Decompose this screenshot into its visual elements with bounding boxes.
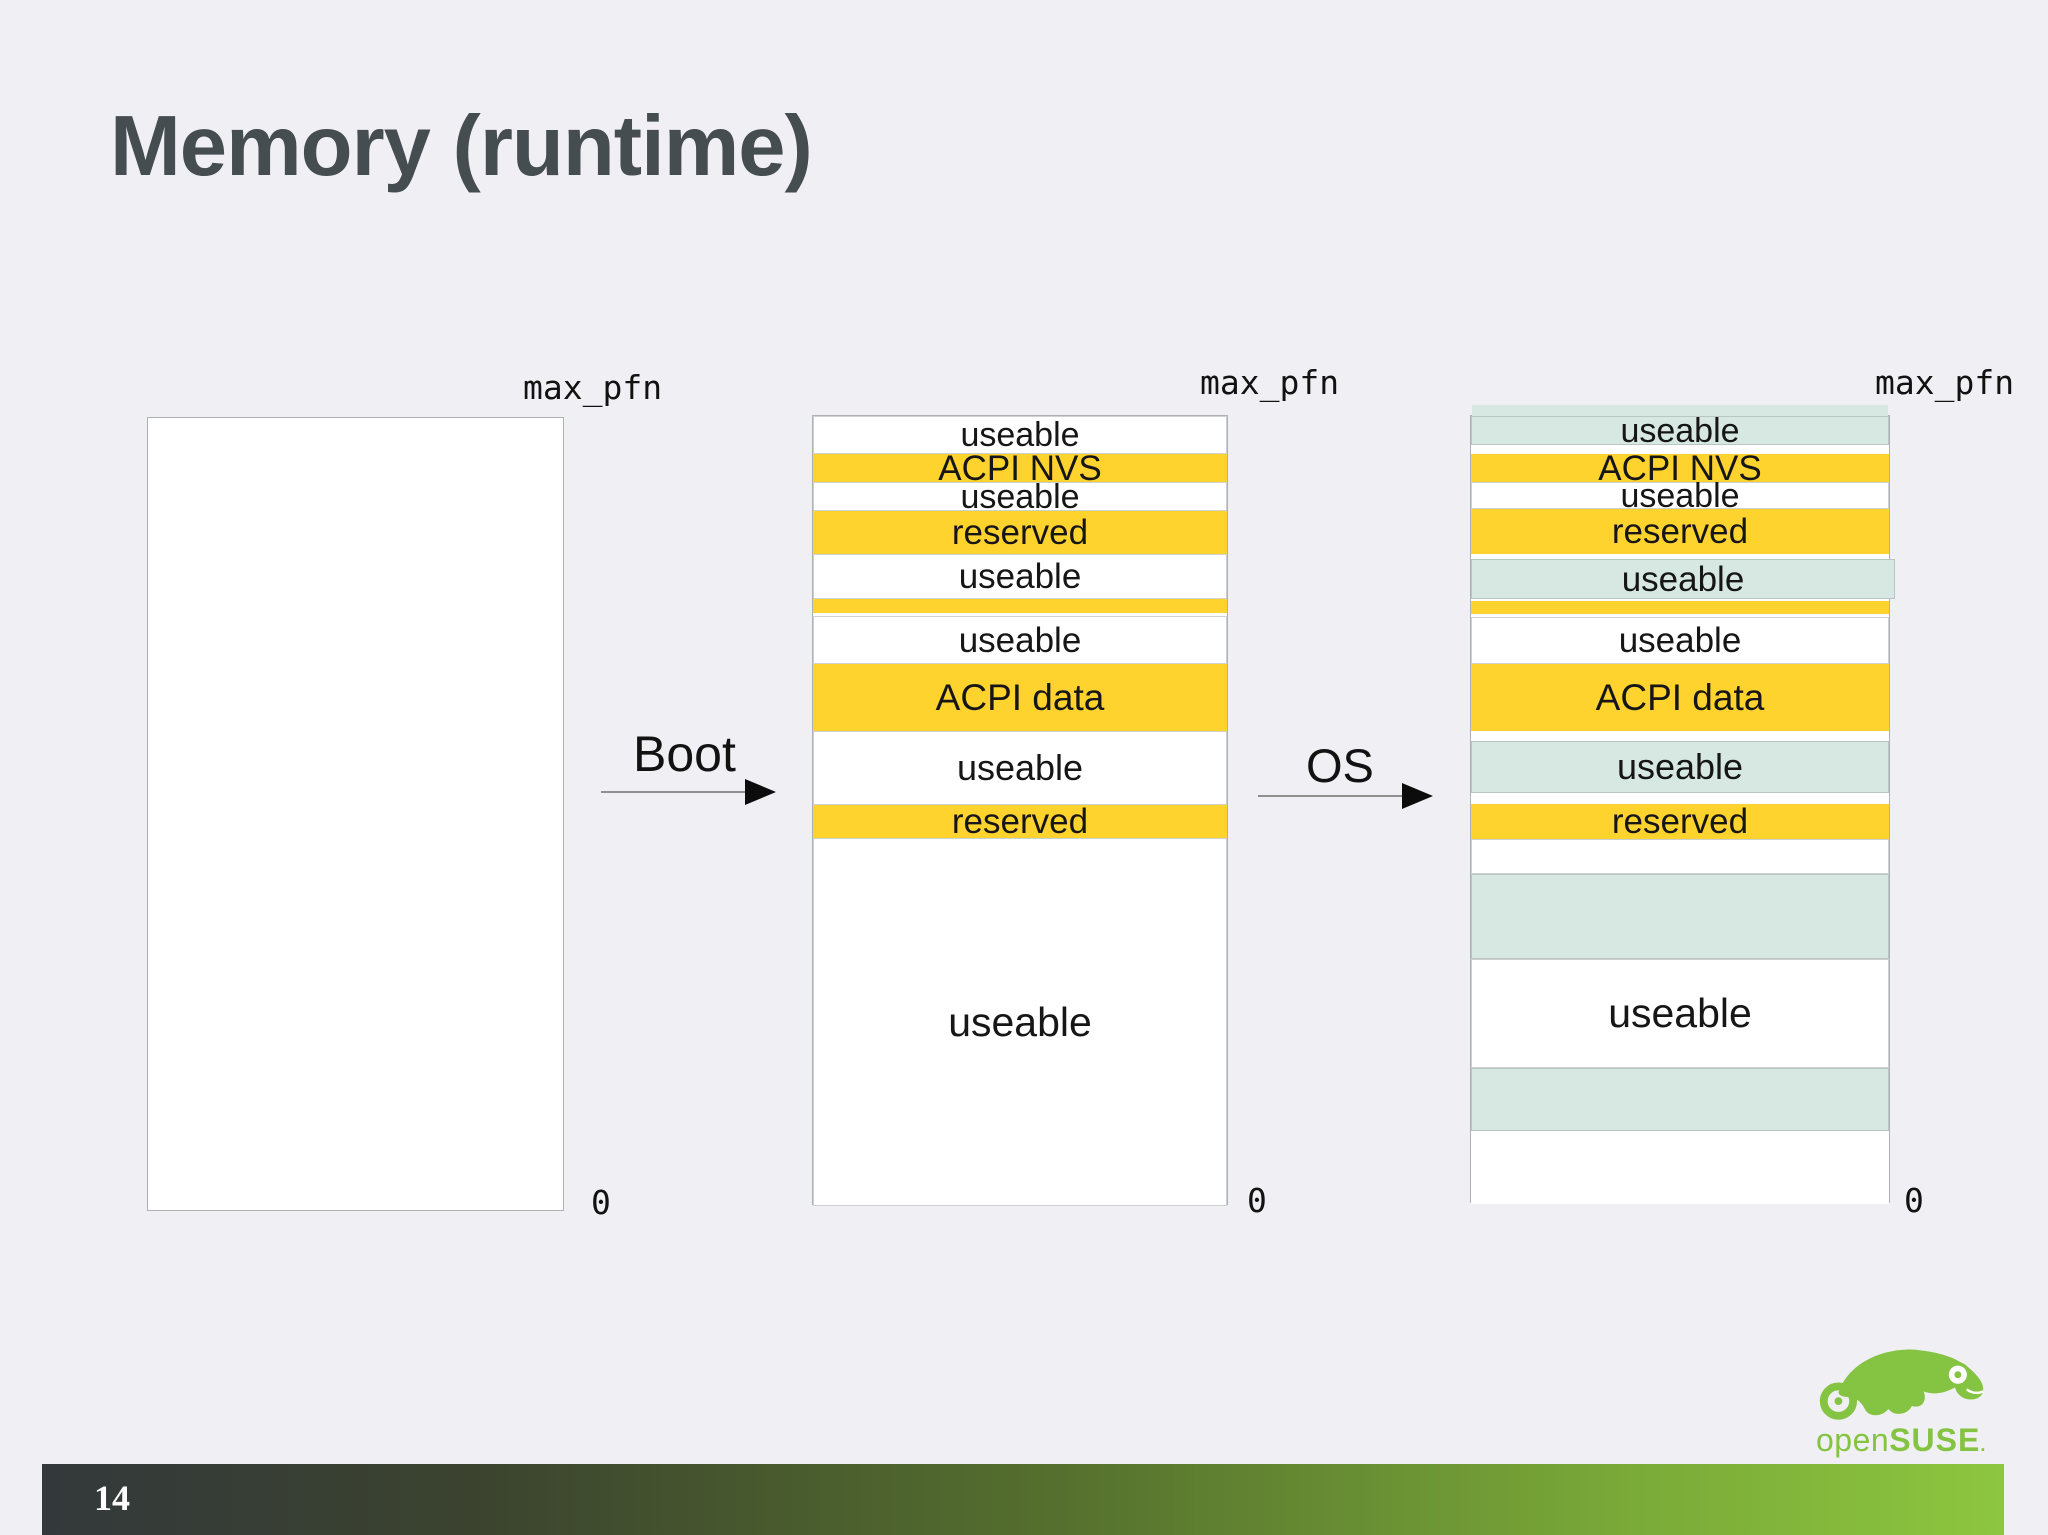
memory-segment-reserved: reserved: [1471, 804, 1889, 839]
footer-bar: 14: [42, 1464, 2004, 1535]
memory-segment-acpi-nvs: ACPI NVS: [813, 451, 1227, 486]
memory-segment-useable: useable: [813, 480, 1227, 514]
max-pfn-label-after-boot: max_pfn: [1200, 363, 1340, 402]
memory-segment-useable: useable: [1471, 559, 1895, 599]
memory-segment-useable: useable: [1471, 479, 1889, 513]
memory-segment-useable: useable: [813, 554, 1227, 599]
max-pfn-label-after-os: max_pfn: [1875, 363, 2015, 402]
memory-segment-useable: useable: [1471, 959, 1889, 1068]
memory-segment-acpi-nvs: ACPI NVS: [1471, 451, 1889, 486]
memory-segment-blank: [1471, 554, 1889, 559]
zero-label-after-os: 0: [1904, 1181, 1924, 1220]
memory-segment-useable: useable: [1471, 414, 1889, 448]
useable-overlay-strip: [1472, 405, 1888, 416]
page-title: Memory (runtime): [110, 99, 813, 194]
page-number: 14: [94, 1478, 130, 1518]
memory-segment-blank: [1471, 445, 1889, 454]
memory-segment-reserved: reserved: [813, 511, 1227, 554]
os-arrowhead-icon: [1402, 783, 1433, 809]
memory-segment-blank: [1471, 1068, 1889, 1131]
memory-segment-reserved: reserved: [1471, 509, 1889, 554]
memory-segment-blank: [813, 599, 1227, 613]
memory-segment-blank: [1471, 614, 1889, 617]
memory-segment-acpi-data: ACPI data: [1471, 664, 1889, 731]
memory-segment-blank: [1471, 874, 1889, 959]
os-arrow-label: OS: [1306, 739, 1374, 792]
boot-arrow-line: [601, 791, 747, 793]
os-arrow-line: [1258, 795, 1404, 797]
opensuse-wordmark: openSUSE.: [1816, 1424, 1986, 1456]
memory-segment-useable: useable: [813, 838, 1227, 1206]
memory-segment-blank: [1471, 599, 1889, 601]
memory-segment-blank: [1471, 731, 1889, 741]
boot-arrow-label: Boot: [633, 726, 736, 782]
memory-segment-reserved: reserved: [813, 804, 1227, 839]
memory-column-initial: [147, 417, 564, 1211]
memory-segment-useable: useable: [1471, 617, 1889, 664]
wordmark-suse: SUSE: [1889, 1422, 1981, 1458]
memory-segment-blank: [1471, 1131, 1889, 1204]
wordmark-open: open: [1816, 1422, 1890, 1458]
zero-label-after-boot: 0: [1247, 1181, 1267, 1220]
zero-label-initial: 0: [591, 1183, 611, 1222]
max-pfn-label-initial: max_pfn: [523, 368, 663, 407]
memory-segment-blank: [813, 613, 1227, 616]
boot-arrowhead-icon: [745, 779, 776, 805]
memory-segment-useable: useable: [813, 731, 1227, 805]
memory-segment-blank: [1471, 839, 1889, 874]
memory-segment-useable: useable: [813, 616, 1227, 664]
memory-segment-useable: useable: [813, 416, 1227, 454]
wordmark-dot: .: [1980, 1435, 1986, 1455]
memory-segment-blank: [1471, 601, 1889, 614]
memory-segment-acpi-data: ACPI data: [813, 664, 1227, 731]
opensuse-gecko-icon: [1819, 1349, 1984, 1420]
memory-segment-blank: [1471, 793, 1889, 804]
memory-segment-useable: useable: [1471, 741, 1889, 793]
